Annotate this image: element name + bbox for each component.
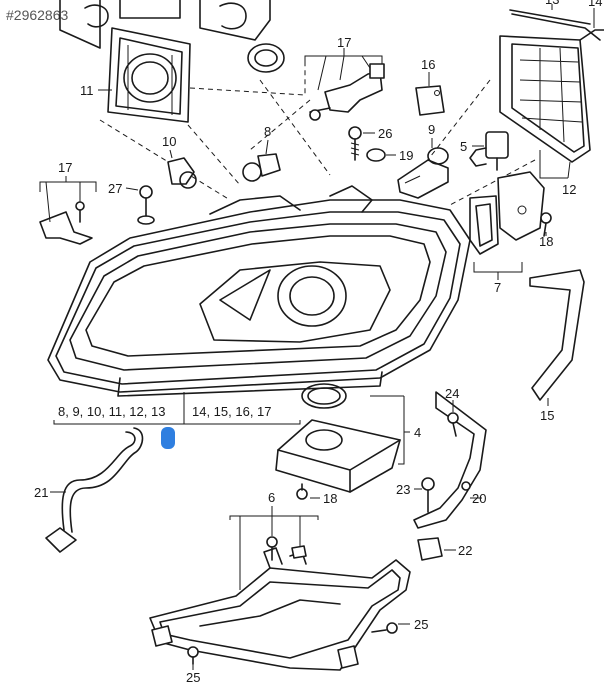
- hose-21: [45, 427, 144, 553]
- carrier-bracket-6: [149, 547, 411, 671]
- callout-17-top: 17: [337, 35, 351, 50]
- callout-24: 24: [445, 386, 459, 401]
- callout-7: 7: [494, 280, 501, 295]
- callout-27: 27: [108, 181, 122, 196]
- callout-11: 11: [80, 83, 94, 98]
- callout-6: 6: [268, 490, 275, 505]
- clip-6: [291, 545, 307, 559]
- dashed-guides: [99, 65, 536, 206]
- clip-22: [417, 537, 443, 561]
- group-label-right: 14, 15, 16, 17: [192, 404, 272, 419]
- callout-25-bottom: 25: [186, 670, 200, 684]
- screw-24: [447, 412, 459, 437]
- actuator-9: [397, 147, 449, 199]
- bulb-8: [242, 153, 281, 182]
- callout-5: 5: [460, 139, 467, 154]
- callout-14: 14: [588, 0, 602, 9]
- callout-labels: 11 17 16 26 19 9 5 12 13 14 7 18 15 10 8…: [34, 0, 602, 684]
- screw-23: [421, 477, 435, 513]
- callout-22: 22: [458, 543, 472, 558]
- plug-19: [366, 148, 386, 162]
- bracket-17-left: [39, 201, 93, 245]
- screw-18-bottom: [296, 483, 308, 500]
- bracket-17-top: [309, 63, 385, 121]
- callout-23: 23: [396, 482, 410, 497]
- bulb-socket-10: [167, 157, 197, 189]
- callout-20: 20: [472, 491, 486, 506]
- ballast-4: [275, 383, 401, 493]
- callout-17-left: 17: [58, 160, 72, 175]
- leader-lines: [39, 4, 595, 670]
- headlight-cover-11: [107, 27, 191, 123]
- callout-16: 16: [421, 57, 435, 72]
- screw-18-right: [540, 212, 552, 237]
- callout-19: 19: [399, 148, 413, 163]
- callout-15: 15: [540, 408, 554, 423]
- highlight-marker: [161, 427, 175, 449]
- callout-4: 4: [414, 425, 421, 440]
- callout-10: 10: [162, 134, 176, 149]
- label-plate-16: [415, 85, 445, 116]
- callout-18-bottom: 18: [323, 491, 337, 506]
- callout-21: 21: [34, 485, 48, 500]
- screw-6: [266, 536, 278, 561]
- headlight-assembly: [47, 185, 471, 397]
- callout-18-right: 18: [539, 234, 553, 249]
- screw-25-bottom: [187, 646, 199, 665]
- screw-25-right: [371, 622, 398, 634]
- control-module-7: [469, 171, 545, 255]
- callout-13: 13: [545, 0, 559, 7]
- callout-9: 9: [428, 122, 435, 137]
- screw-26: [348, 126, 362, 161]
- screw-27: [137, 185, 155, 225]
- seal-ring: [247, 43, 285, 73]
- callout-25-right: 25: [414, 617, 428, 632]
- callout-8: 8: [264, 124, 271, 139]
- cover-housing-top-left: [59, 0, 271, 49]
- bulb-5: [469, 131, 509, 171]
- rear-housing-12: [499, 13, 604, 163]
- group-label-left: 8, 9, 10, 11, 12, 13: [58, 404, 165, 419]
- gasket-13: [509, 9, 591, 25]
- callout-26: 26: [378, 126, 392, 141]
- reference-code: #2962863: [6, 7, 69, 23]
- bracket-20: [413, 391, 487, 529]
- callout-12: 12: [562, 182, 576, 197]
- trim-strip-15: [529, 269, 585, 401]
